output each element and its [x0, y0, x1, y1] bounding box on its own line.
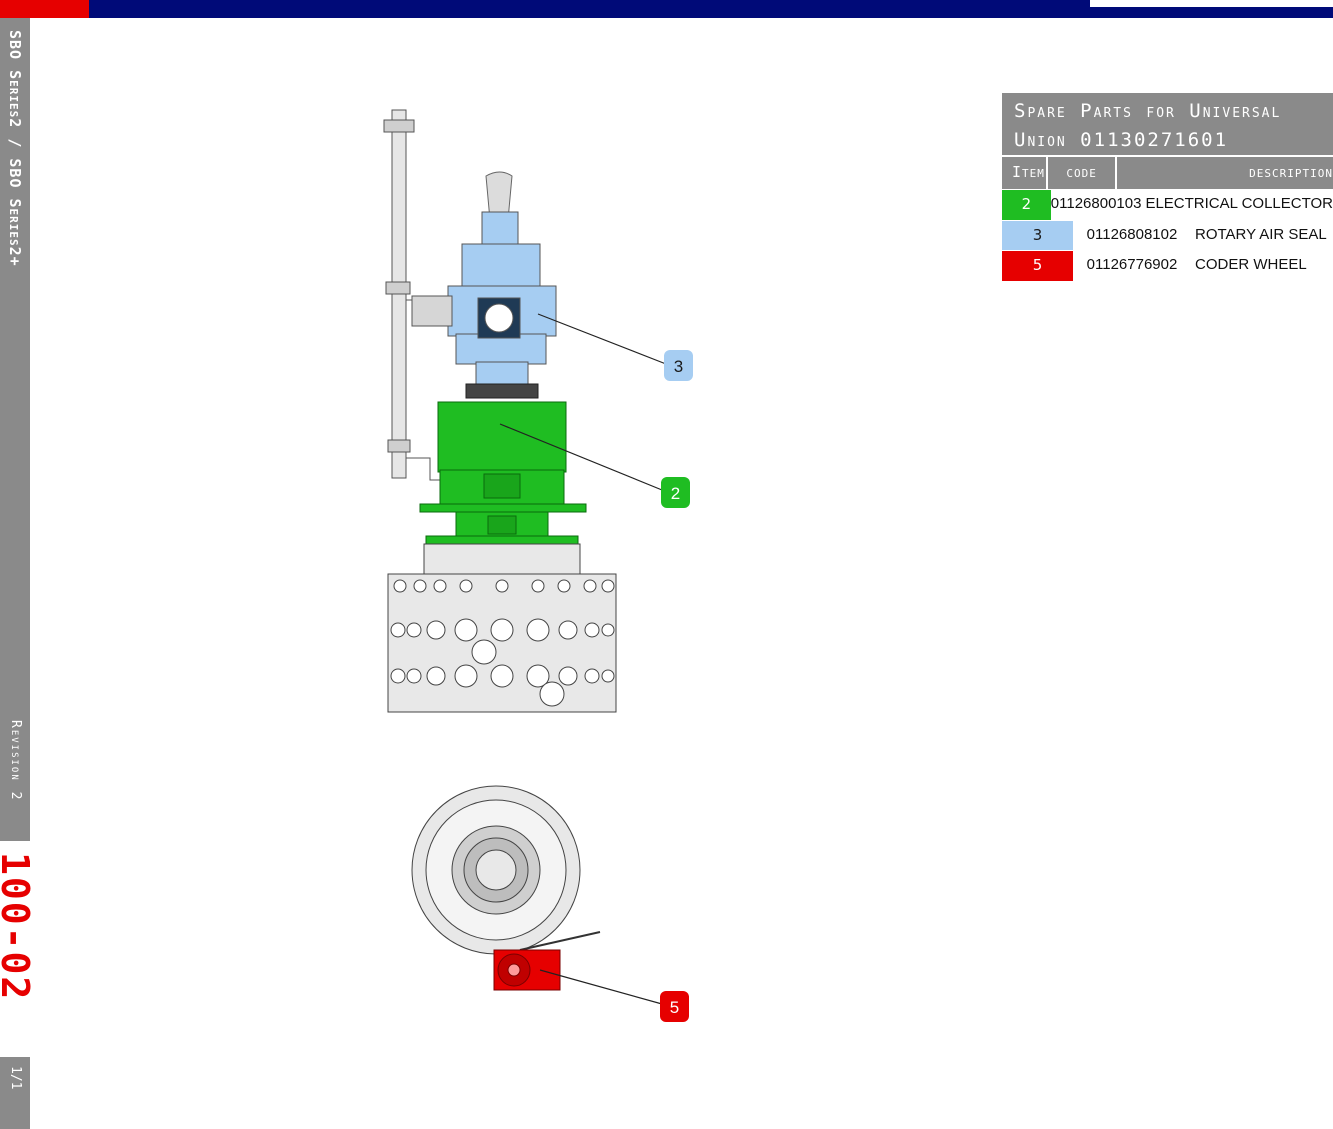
- header-accent: [0, 0, 89, 18]
- row-description-cell: CODER WHEEL: [1195, 256, 1307, 273]
- header-tab: [1090, 0, 1333, 7]
- row-item-cell: 3: [1002, 220, 1073, 250]
- row-description-cell: ROTARY AIR SEAL: [1195, 225, 1327, 243]
- header-item: Item: [1002, 157, 1049, 189]
- callout-5: 5: [660, 991, 689, 1022]
- callout-3: 3: [664, 350, 693, 381]
- row-code-cell: 01126800103: [1050, 195, 1142, 212]
- coder-wheel-part: [493, 931, 601, 991]
- header-code: code: [1048, 157, 1118, 189]
- callout-3-label: 3: [674, 357, 683, 376]
- row-item-cell: 2: [1002, 190, 1051, 220]
- mounting-rod: [383, 109, 446, 481]
- row-code-cell: 01126808102: [1086, 225, 1178, 243]
- sidebar-series-panel: [0, 18, 30, 841]
- base-block: [387, 543, 617, 713]
- table-row: 5 01126776902 CODER WHEEL: [1002, 250, 1333, 281]
- electrical-collector-part: [419, 401, 587, 545]
- table-row: 3 01126808102 ROTARY AIR SEAL: [1002, 219, 1333, 250]
- table-header-row: Item code description: [1002, 155, 1333, 189]
- leader-lines: [499, 313, 667, 1005]
- sidebar-page-count-panel: [0, 1057, 30, 1129]
- row-item-cell: 5: [1002, 251, 1073, 281]
- header-description: description: [1249, 163, 1333, 181]
- rotary-air-seal-part: [411, 243, 557, 385]
- callout-5-badge: [660, 991, 689, 1022]
- table-title: Spare Parts for Universal Union 01130271…: [1002, 93, 1333, 155]
- sidebar-page-number-panel: [0, 841, 30, 1057]
- callout-2-badge: [661, 477, 690, 508]
- table-title-line1: Spare Parts for Universal: [1014, 100, 1282, 122]
- table-row: 2 01126800103 ELECTRICAL COLLECTOR: [1002, 189, 1333, 220]
- header-bar: [0, 0, 1333, 18]
- callout-5-label: 5: [670, 998, 679, 1017]
- table-title-line2: Union 01130271601: [1014, 129, 1229, 151]
- callout-3-badge: [664, 350, 693, 381]
- callout-2: 2: [661, 477, 690, 508]
- row-code-cell: 01126776902: [1086, 256, 1178, 273]
- callout-2-label: 2: [671, 484, 680, 503]
- row-description-cell: ELECTRICAL COLLECTOR: [1145, 195, 1333, 212]
- spare-parts-table: Spare Parts for Universal Union 01130271…: [1002, 93, 1333, 281]
- bottom-view: [411, 785, 581, 955]
